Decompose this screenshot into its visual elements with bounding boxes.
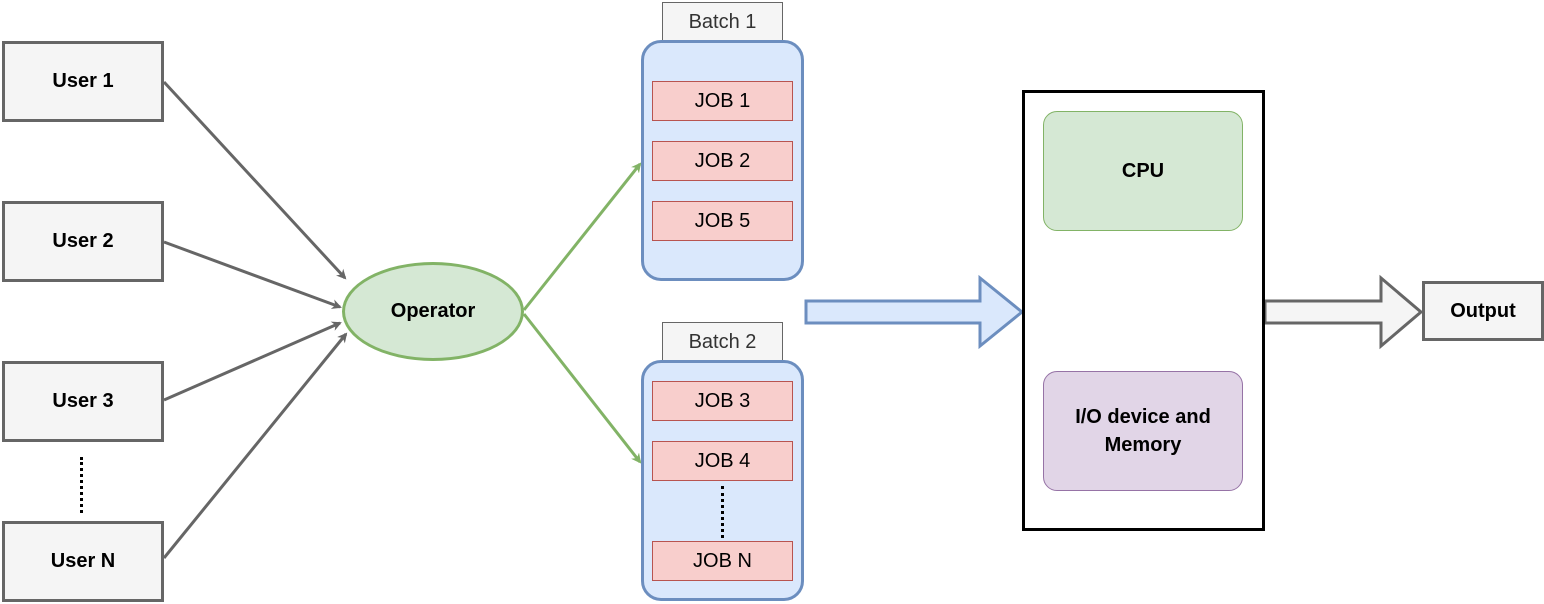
- batch-1-job-3: JOB 5: [652, 201, 793, 241]
- edge-operator-batch2: [522, 313, 642, 464]
- io-memory-block: I/O device and Memory: [1043, 371, 1243, 491]
- cpu-block: CPU: [1043, 111, 1243, 231]
- edge-user3-operator: [163, 321, 342, 402]
- user-1-box: User 1: [2, 41, 164, 122]
- batch-1-job-1: JOB 1: [652, 81, 793, 121]
- edge-userN-operator: [162, 332, 348, 559]
- output-box: Output: [1422, 281, 1544, 341]
- batch-2-job-1: JOB 3: [652, 381, 793, 421]
- job-ellipsis: [721, 486, 724, 538]
- batch-1-tab: Batch 1: [662, 2, 783, 42]
- batch-2-tab: Batch 2: [662, 322, 783, 362]
- user-ellipsis: [80, 457, 83, 513]
- system-to-output-arrow: [1263, 274, 1424, 350]
- batch-to-system-arrow: [804, 274, 1025, 350]
- edge-operator-batch1: [522, 162, 642, 311]
- batch-2-job-2: JOB 4: [652, 441, 793, 481]
- operator-node: Operator: [342, 262, 524, 361]
- batch-1-job-2: JOB 2: [652, 141, 793, 181]
- user-3-box: User 3: [2, 361, 164, 442]
- edge-user2-operator: [163, 240, 342, 309]
- batch-2-job-3: JOB N: [652, 541, 793, 581]
- user-n-box: User N: [2, 521, 164, 602]
- edge-user1-operator: [162, 80, 347, 280]
- user-2-box: User 2: [2, 201, 164, 282]
